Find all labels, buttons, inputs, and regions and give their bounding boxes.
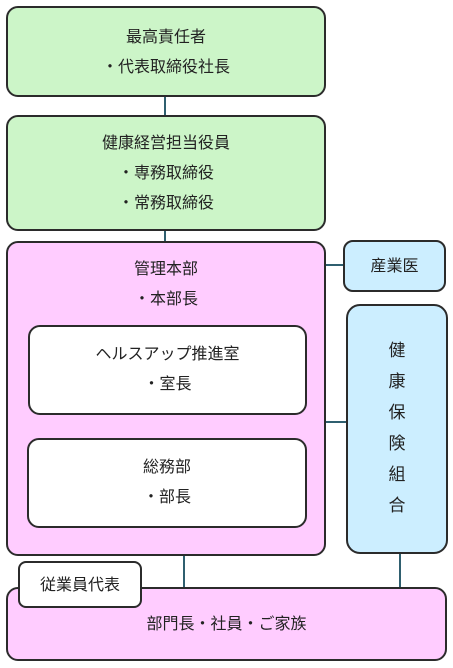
staff-title: 部門長・社員・ご家族 [146,614,307,633]
general-affairs-box: 総務部 ・部長 [27,438,307,528]
health-management-officer-role-1: ・専務取締役 [117,163,214,182]
connector-management-to-insurance [324,421,346,423]
employee-representative-title: 従業員代表 [39,575,120,594]
health-up-office-role: ・室長 [143,374,192,393]
industrial-physician-box: 産業医 [343,240,446,292]
health-insurance-union-char-5: 組 [388,465,406,485]
health-insurance-union-char-3: 保 [388,403,406,423]
connector-top-to-officer [164,96,166,116]
health-management-officer-role-2: ・常務取締役 [117,193,214,212]
connector-officer-to-management [164,230,166,242]
health-management-officer-title: 健康経営担当役員 [101,133,230,152]
health-insurance-union-char-4: 険 [388,434,406,454]
top-executive-box: 最高責任者 ・代表取締役社長 [6,6,326,97]
health-management-officer-box: 健康経営担当役員 ・専務取締役 ・常務取締役 [6,115,326,231]
management-division-title: 管理本部 [133,259,198,278]
connector-management-to-staff [183,555,185,588]
health-up-office-box: ヘルスアップ推進室 ・室長 [28,325,307,415]
industrial-physician-title: 産業医 [370,256,419,275]
staff-box: 部門長・社員・ご家族 [6,587,447,661]
health-insurance-union-box: 健 康 保 険 組 合 [346,304,448,554]
connector-insurance-to-staff [399,552,401,588]
management-division-role: ・本部長 [133,289,198,308]
health-up-office-title: ヘルスアップ推進室 [95,344,240,363]
employee-representative-box: 従業員代表 [18,561,142,608]
health-insurance-union-char-2: 康 [388,372,406,392]
connector-management-to-physician [324,264,344,266]
general-affairs-role: ・部長 [142,487,191,506]
health-insurance-union-char-6: 合 [388,496,406,516]
top-executive-role: ・代表取締役社長 [101,57,230,76]
general-affairs-title: 総務部 [142,457,191,476]
top-executive-title: 最高責任者 [125,27,206,46]
health-insurance-union-char-1: 健 [388,341,406,361]
